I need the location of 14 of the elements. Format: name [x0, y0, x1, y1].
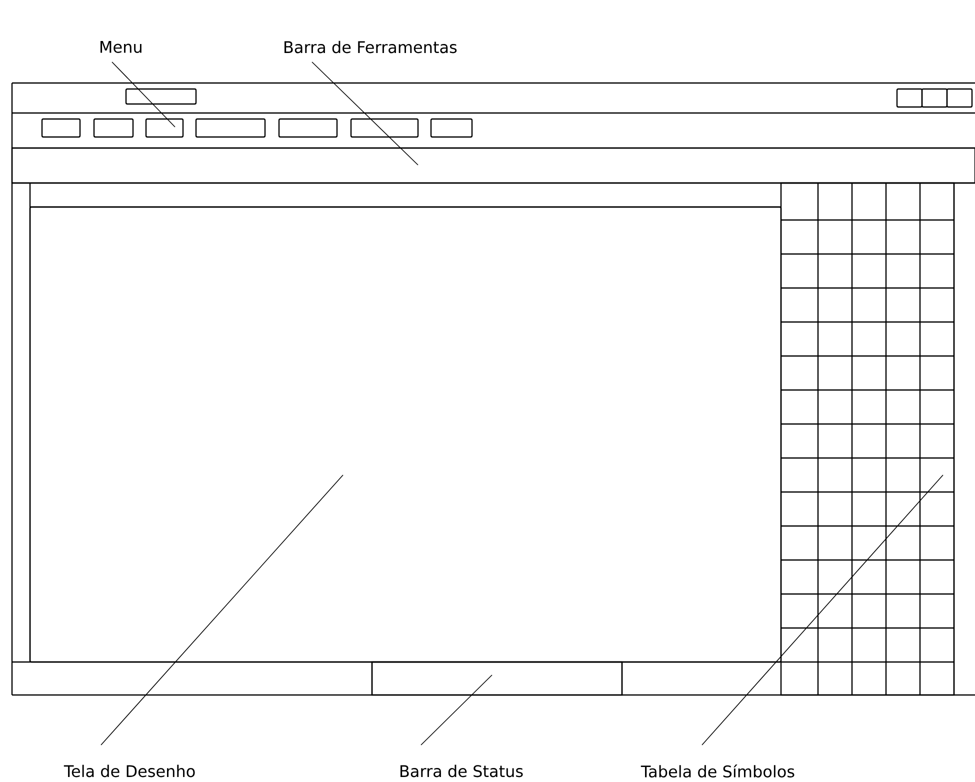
leader-line — [312, 62, 418, 166]
callout-label: Tela de Desenho — [64, 764, 195, 778]
drawing-canvas — [29, 206, 782, 663]
callout-label: Barra de Status — [400, 764, 523, 778]
callout-label: Menu — [100, 41, 142, 53]
callout-label: Barra de Ferramentas — [284, 40, 457, 54]
toolbar-band — [11, 147, 975, 184]
leader-line — [112, 62, 176, 128]
callout-label: Tabela de Símbolos — [640, 764, 794, 778]
status-cell — [371, 661, 623, 696]
leader-line — [420, 674, 492, 746]
leader-line — [100, 474, 344, 746]
toolbar-button — [145, 118, 184, 138]
symbol-grid — [780, 182, 955, 696]
